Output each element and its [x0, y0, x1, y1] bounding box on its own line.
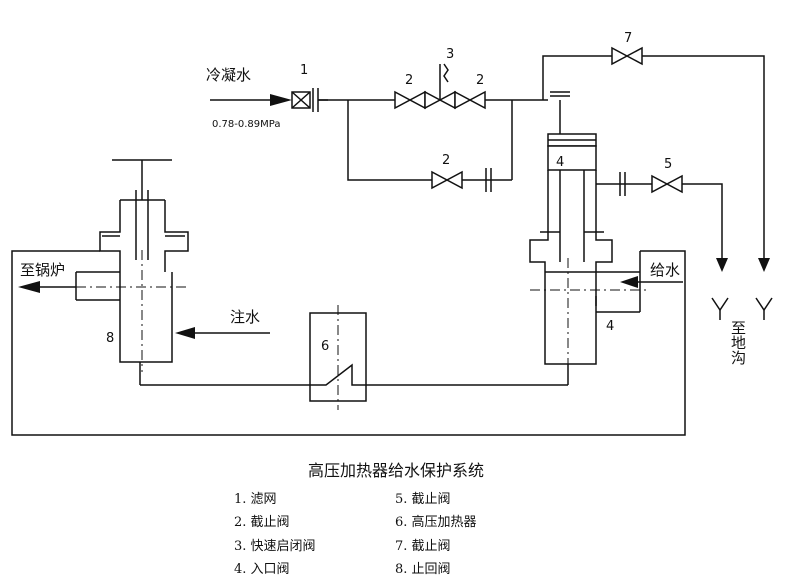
callout-4b: 4	[606, 319, 614, 334]
strainer-cross-b	[291, 91, 311, 109]
legend-item: 5. 截止阀	[395, 492, 451, 507]
valve-2-right	[454, 90, 486, 110]
callout-6: 6	[321, 339, 329, 354]
to-boiler-arrow	[18, 281, 40, 293]
valve-3-spring	[443, 63, 449, 83]
feed-water-arrow	[620, 276, 638, 288]
to-boiler-label: 至锅炉	[20, 261, 65, 279]
legend-item: 3. 快速启闭阀	[234, 539, 316, 554]
heater-coil	[310, 363, 366, 386]
valve-7	[611, 46, 643, 66]
drain-arrow-5	[716, 258, 728, 272]
inject-water-label: 注水	[230, 308, 260, 326]
legend-item: 1. 滤网	[234, 492, 277, 507]
drain-line-5	[682, 183, 723, 265]
bypass-left	[347, 100, 432, 181]
legend-item: 8. 止回阀	[395, 562, 451, 577]
callout-3: 3	[446, 47, 454, 62]
inlet-valve-lower	[544, 272, 597, 365]
inlet-arrow	[270, 94, 292, 106]
outer-loop-line	[11, 250, 686, 436]
legend-item: 7. 截止阀	[395, 539, 451, 554]
callout-2b: 2	[476, 73, 484, 88]
legend-item: 2. 截止阀	[234, 515, 290, 530]
check-valve-right	[164, 200, 189, 272]
inlet-valve-body-left	[529, 170, 549, 272]
callout-2c: 2	[442, 153, 450, 168]
callout-7: 7	[624, 31, 632, 46]
inlet-valve-cylinder	[547, 145, 597, 171]
check-valve-body	[119, 272, 173, 363]
diagram-title: 高压加热器给水保护系统	[307, 461, 484, 480]
inject-arrow	[175, 327, 195, 339]
callout-5: 5	[664, 157, 672, 172]
drain-funnel-a	[711, 297, 729, 312]
drain-funnel-b	[755, 297, 773, 312]
check-valve-left	[99, 200, 121, 272]
legend-item: 4. 入口阀	[234, 562, 290, 577]
drain-arrow-7	[758, 258, 770, 272]
pressure-label: 0.78-0.89MPa	[212, 119, 280, 130]
callout-4a: 4	[556, 155, 564, 170]
callout-8: 8	[106, 331, 114, 346]
inlet-label: 冷凝水	[206, 66, 251, 84]
to-drain-label: 至地沟	[729, 320, 747, 366]
valve-2-bypass	[431, 170, 463, 190]
drain-line-7	[642, 55, 765, 265]
branch-7-line	[542, 55, 612, 100]
valve-5	[651, 174, 683, 194]
callout-1: 1	[300, 63, 308, 78]
legend-item: 6. 高压加热器	[395, 515, 477, 530]
valve-2-left	[394, 90, 426, 110]
feed-water-label: 给水	[650, 261, 680, 279]
callout-2a: 2	[405, 73, 413, 88]
inlet-valve-body-right	[595, 170, 613, 272]
